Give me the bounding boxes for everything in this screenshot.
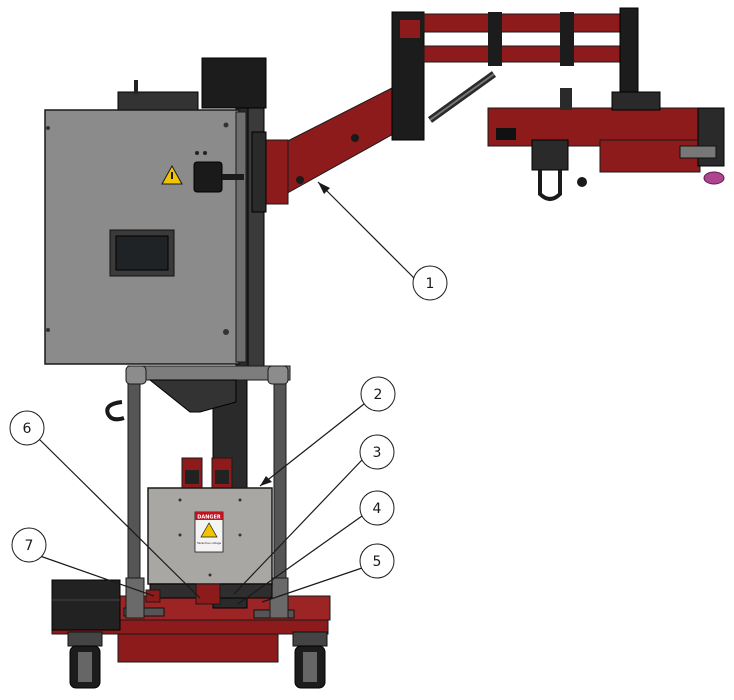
leader-line-2	[259, 403, 365, 487]
battery-box	[51, 579, 121, 631]
callout-3: 3	[359, 434, 395, 470]
danger-warning-icon	[200, 522, 218, 538]
callout-6: 6	[9, 410, 45, 446]
danger-label-body: Hazardous voltage	[197, 541, 222, 545]
leader-lines	[37, 181, 415, 605]
articulated-arm	[251, 7, 725, 213]
callout-6-label: 6	[23, 421, 32, 437]
leader-line-6	[37, 437, 201, 599]
hopper-funnel	[148, 379, 237, 413]
pipe-frame	[105, 365, 291, 619]
cabinet-screen	[115, 235, 169, 271]
leader-line-3	[233, 459, 363, 595]
base-frame-tray	[117, 633, 279, 663]
leader-line-5	[261, 567, 363, 603]
callout-4: 4	[359, 490, 395, 526]
arm-upper-beam-bottom	[423, 45, 635, 63]
danger-label-header: DANGER	[197, 515, 221, 521]
cabinet-latch	[193, 161, 223, 193]
control-cabinet	[44, 57, 267, 365]
callout-1: 1	[412, 265, 448, 301]
leader-arrow-1	[318, 182, 330, 194]
pipe-top	[127, 365, 291, 381]
lower-enclosure: DANGER Hazardous voltage	[145, 457, 273, 605]
caster-wheel-left	[67, 631, 103, 689]
end-effector-tip	[703, 171, 725, 185]
callout-1-label: 1	[426, 276, 435, 292]
callout-2: 2	[360, 376, 396, 412]
leader-line-4	[237, 515, 363, 605]
gripper-handle	[538, 170, 562, 201]
arm-upper-beam-top	[423, 13, 635, 33]
callout-7: 7	[11, 527, 47, 563]
leader-line-7	[39, 555, 155, 597]
callout-4-label: 4	[373, 501, 382, 517]
leader-line-1	[317, 181, 415, 279]
top-unit	[201, 57, 267, 109]
gripper-block	[531, 139, 569, 171]
arm-lower-beam	[269, 87, 405, 197]
callout-7-label: 7	[25, 538, 34, 554]
leader-arrow-2	[260, 476, 272, 486]
caster-wheel-right	[292, 631, 328, 689]
callout-5-label: 5	[373, 554, 382, 570]
hook	[105, 400, 125, 422]
callout-2-label: 2	[374, 387, 383, 403]
callout-3-label: 3	[373, 445, 382, 461]
callout-5: 5	[359, 543, 395, 579]
